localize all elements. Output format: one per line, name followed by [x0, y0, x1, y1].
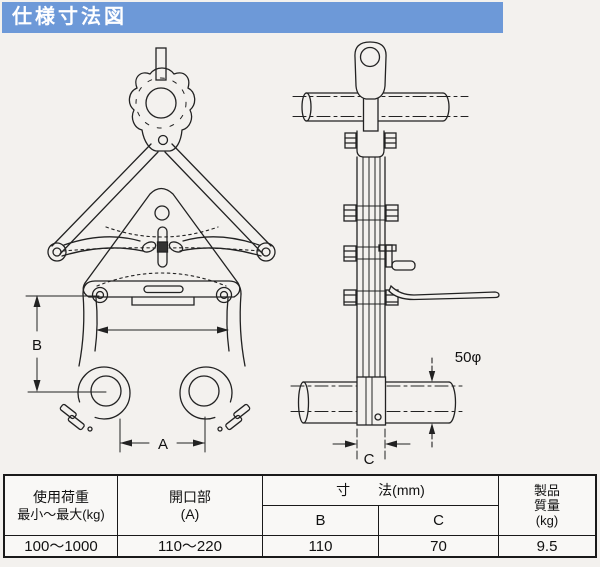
dim-b-label: B	[32, 337, 42, 354]
side-stem	[362, 96, 379, 132]
load-header-line2: 最小～最大(kg)	[17, 506, 105, 522]
opening-value-cell: 110～220	[117, 535, 262, 556]
side-lifting-eye	[354, 41, 387, 100]
dim-c-value-cell: 70	[378, 535, 498, 556]
plate-bolt-left	[91, 286, 109, 304]
dim-c-label: C	[364, 451, 375, 468]
front-view: B A	[25, 47, 276, 453]
opening-header-line1: 開口部	[169, 488, 211, 505]
wing-nut-adjuster	[141, 226, 184, 268]
bolt-cluster-lower	[343, 284, 500, 306]
lifting-eye	[128, 67, 196, 152]
dims-subheader-b: B	[262, 505, 378, 535]
side-view: 50φ C	[290, 41, 500, 468]
mass-header-line2: 質量	[533, 498, 560, 513]
clevis	[344, 130, 397, 158]
pipe-grip-right	[179, 366, 251, 432]
opening-header-cell: 開口部 (A)	[117, 476, 262, 535]
dim-b-value-cell: 110	[262, 535, 378, 556]
page-title-bar: 仕様寸法図	[2, 2, 503, 33]
dimension-b: B	[25, 295, 107, 393]
plate-top-hole	[154, 205, 170, 221]
inner-dimension-line	[96, 326, 229, 334]
page-title: 仕様寸法図	[12, 6, 127, 28]
spec-table: 使用荷重 最小～最大(kg) 開口部 (A) 寸 法(mm) B C 製品 質量…	[3, 474, 597, 558]
mass-header-line3: (kg)	[535, 513, 559, 528]
side-eye-hole	[359, 46, 381, 68]
lock-lever	[388, 284, 500, 301]
plate-bolt-right	[215, 286, 233, 304]
load-value-cell: 100～1000	[5, 535, 117, 556]
handle-slot	[143, 285, 184, 294]
dashed-linkage-lines	[62, 226, 261, 287]
dimension-pipe-diameter: 50φ	[428, 349, 482, 448]
pipe-grip-left	[59, 366, 131, 432]
dimension-a: A	[119, 416, 206, 453]
opening-header-line2: (A)	[180, 505, 200, 522]
pipe-diameter-label: 50φ	[455, 349, 482, 366]
eye-dashed-accent	[135, 77, 187, 129]
dim-a-label: A	[158, 436, 168, 453]
load-header-cell: 使用荷重 最小～最大(kg)	[5, 476, 117, 535]
stub-handle	[391, 260, 416, 271]
eye-hole	[145, 87, 177, 119]
u-frame	[78, 280, 246, 367]
load-header-line1: 使用荷重	[33, 488, 89, 505]
dims-header-label: 寸 法(mm)	[336, 482, 425, 498]
dims-subheader-c: C	[378, 505, 498, 535]
scissor-arms	[47, 143, 276, 262]
foot-block	[356, 376, 387, 426]
mass-value-cell: 9.5	[498, 535, 595, 556]
hook-stem	[155, 47, 167, 81]
pivot-hole	[157, 134, 169, 146]
mass-header-line1: 製品	[533, 483, 560, 498]
mass-header-cell: 製品 質量 (kg)	[498, 476, 595, 535]
bolt-cluster-middle	[343, 244, 416, 271]
recess	[131, 296, 195, 306]
bolt-cluster-upper	[343, 204, 399, 222]
plate-stack	[356, 156, 386, 379]
dimension-drawing: B A	[25, 41, 500, 468]
dimension-c: C	[332, 428, 411, 468]
dims-header-cell: 寸 法(mm)	[262, 476, 498, 505]
